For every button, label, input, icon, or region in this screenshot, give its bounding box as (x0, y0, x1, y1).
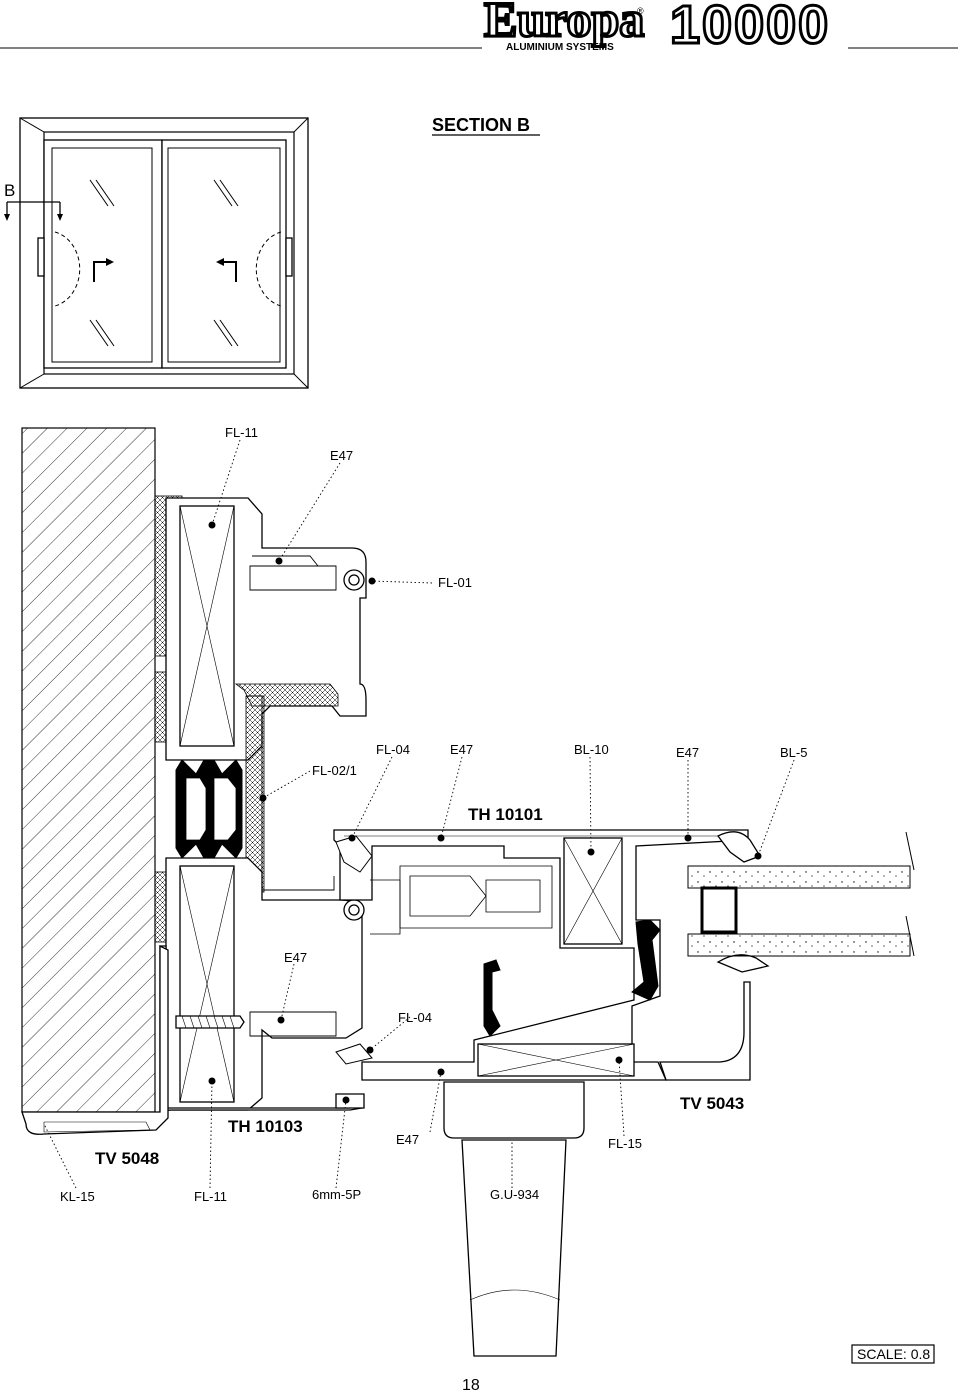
header: Europa ® ALUMINIUM SYSTEMS 10000 (0, 0, 958, 57)
label-tv5043: TV 5043 (680, 1094, 744, 1113)
label-fl04-a: FL-04 (376, 742, 410, 757)
label-glass-spec: 6mm-5P (312, 1187, 361, 1202)
glass-unit (687, 831, 915, 957)
label-fl11-bottom: FL-11 (194, 1189, 227, 1204)
label-th10101: TH 10101 (468, 805, 543, 824)
page-number: 18 (462, 1377, 480, 1394)
label-bl5: BL-5 (780, 745, 807, 760)
threshold-gu934 (335, 1081, 585, 1357)
label-e47-a: E47 (450, 742, 473, 757)
leader-lines (43, 439, 795, 1189)
label-e47-b: E47 (676, 745, 699, 760)
label-e47-top: E47 (330, 448, 353, 463)
left-handle (37, 237, 45, 277)
section-marker-label: B (4, 181, 15, 200)
label-fl15: FL-15 (608, 1136, 642, 1151)
section-title: SECTION B (432, 115, 530, 135)
label-fl11-top: FL-11 (225, 425, 258, 440)
upper-frame-profile (165, 497, 367, 893)
sash-profile-th10101 (333, 829, 770, 1081)
label-tv5048: TV 5048 (95, 1149, 159, 1168)
glass-spacer (700, 886, 738, 934)
footer: SCALE: 0.8 18 (462, 1344, 935, 1394)
registered-mark: ® (637, 6, 644, 16)
label-fl01: FL-01 (438, 575, 472, 590)
thermal-break-upper (175, 759, 243, 859)
label-e47-d: E47 (396, 1132, 419, 1147)
label-bl10: BL-10 (574, 742, 609, 757)
label-kl15: KL-15 (60, 1189, 95, 1204)
window-elevation: B (4, 117, 309, 389)
label-fl02-1: FL-02/1 (312, 763, 357, 778)
fixing-screw (175, 1015, 245, 1029)
labels: FL-11 E47 FL-01 FL-04 E47 BL-10 E47 BL-5… (60, 425, 807, 1204)
scale-box (851, 1344, 935, 1364)
brand-subtitle: ALUMINIUM SYSTEMS (506, 42, 614, 53)
label-e47-c: E47 (284, 950, 307, 965)
label-th10103: TH 10103 (228, 1117, 303, 1136)
lower-frame-profile (165, 857, 365, 1111)
left-sash (43, 139, 163, 369)
label-fl04-b: FL-04 (398, 1010, 432, 1025)
glazing-bead-tv5043 (659, 981, 751, 1081)
brand-logo: Europa (484, 0, 644, 47)
model-logo: 10000 (670, 0, 830, 55)
right-handle (285, 237, 293, 277)
masonry-wall (21, 427, 156, 1113)
label-gu934: G.U-934 (490, 1187, 539, 1202)
scale-text: SCALE: 0.8 (857, 1346, 930, 1362)
